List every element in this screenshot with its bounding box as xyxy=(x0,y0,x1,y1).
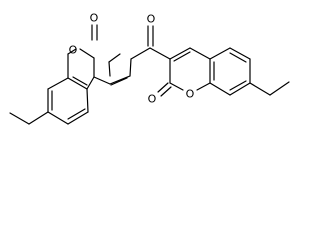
atom-label-oxygen: O xyxy=(186,88,195,101)
bond xyxy=(209,47,231,60)
bond xyxy=(67,111,89,125)
atom-label-oxygen: O xyxy=(148,93,157,106)
atom-label-oxygen: O xyxy=(147,13,156,26)
right-pyranone-ring xyxy=(157,47,211,97)
atom-label-oxygen: O xyxy=(90,12,99,25)
bond xyxy=(28,111,49,125)
bond xyxy=(47,111,69,125)
atom-labels: O O O O O xyxy=(69,12,195,106)
bond xyxy=(93,76,111,85)
bond xyxy=(129,58,132,77)
right-ethyl-group xyxy=(249,81,290,96)
bond xyxy=(86,88,89,113)
bond xyxy=(86,76,95,90)
bond xyxy=(229,47,251,60)
bond xyxy=(79,48,95,59)
bond xyxy=(9,112,30,125)
bond xyxy=(108,61,111,77)
bond xyxy=(67,48,77,55)
right-benzene-ring xyxy=(209,47,251,96)
left-pyranone-ring xyxy=(67,24,132,86)
bond xyxy=(109,75,131,85)
molecule-drawing: O O O O O xyxy=(9,12,290,125)
bond xyxy=(249,82,271,96)
bond xyxy=(67,77,88,90)
bond xyxy=(229,80,247,91)
bond xyxy=(229,52,247,63)
bond xyxy=(67,108,86,120)
bond xyxy=(160,86,172,97)
bond xyxy=(110,77,128,86)
bond xyxy=(229,82,251,96)
bond xyxy=(130,47,151,60)
atom-label-oxygen: O xyxy=(69,44,78,57)
structure-canvas: O O O O O xyxy=(9,12,290,125)
left-benzene-ring xyxy=(47,53,95,125)
left-ethyl-group xyxy=(9,111,49,125)
bond xyxy=(189,47,211,60)
bond xyxy=(72,76,88,86)
ketone-bridge xyxy=(130,25,171,60)
bond xyxy=(173,51,191,62)
bond xyxy=(108,53,121,63)
bond xyxy=(47,77,69,90)
bond xyxy=(196,82,211,91)
bond xyxy=(209,82,231,96)
bond xyxy=(269,81,290,96)
bond xyxy=(157,82,169,93)
bond xyxy=(149,47,171,60)
bond xyxy=(169,82,184,91)
bond xyxy=(169,47,191,60)
